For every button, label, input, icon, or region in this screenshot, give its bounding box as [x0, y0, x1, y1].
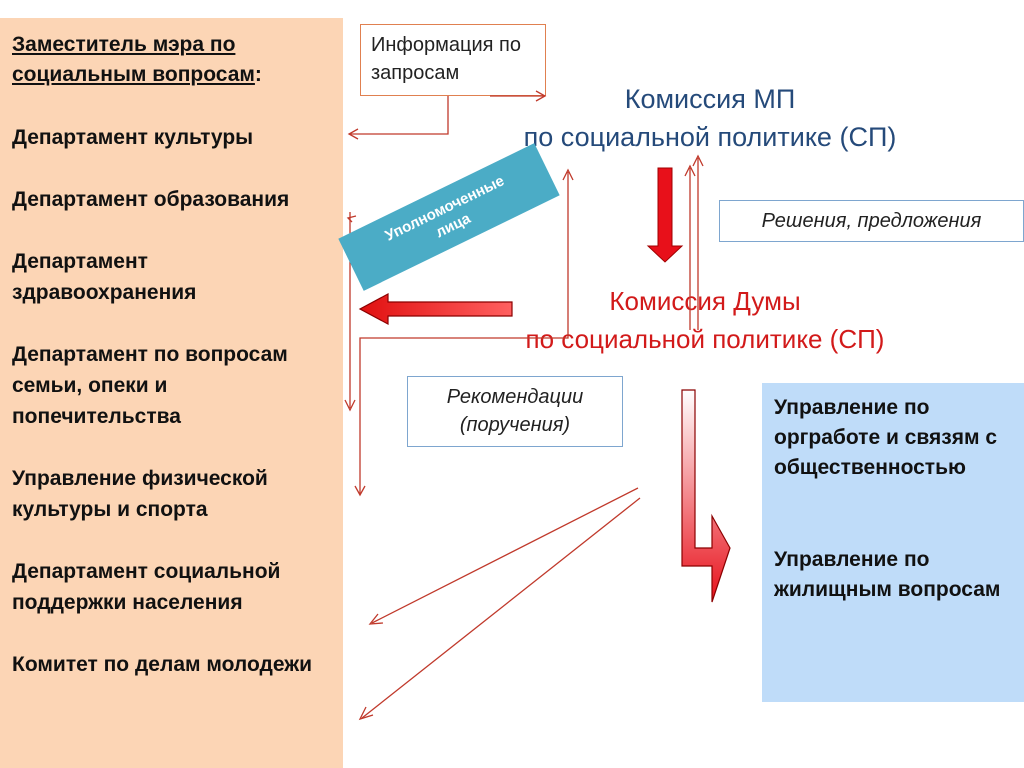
commission-mp-line1: Комиссия МП: [624, 84, 796, 114]
duma-left-arrow: [358, 292, 513, 326]
dept-family: Департамент по вопросам семьи, опеки и п…: [12, 343, 288, 428]
recommendations-line1: Рекомендации: [446, 386, 584, 408]
dept-education: Департамент образования: [12, 188, 290, 211]
commission-duma: Комиссия Думы по социальной политике (СП…: [470, 282, 940, 358]
left-panel-heading: Заместитель мэра по социальным вопросам:: [12, 30, 333, 90]
decisions-arrows: [684, 154, 704, 330]
mp-down-arrow: [646, 167, 684, 263]
recommendations-line2: (поручения): [459, 414, 571, 436]
commission-duma-line1: Комиссия Думы: [609, 286, 801, 316]
dept-public-relations: Управление по оргработе и связям с общес…: [774, 396, 998, 479]
right-panel: Управление по оргработе и связям с общес…: [762, 383, 1024, 702]
commission-duma-line2: по социальной политике (СП): [525, 324, 885, 354]
dept-housing: Управление по жилищным вопросам: [774, 548, 1001, 601]
info-arrows: [347, 90, 547, 140]
right-panel-arrow: [681, 389, 731, 603]
left-panel: Заместитель мэра по социальным вопросам:…: [0, 18, 343, 768]
deputy-mayor-title: Заместитель мэра по социальным вопросам: [12, 33, 255, 86]
diagonal-arrows: [358, 487, 641, 721]
heading-colon: :: [254, 63, 262, 86]
dept-social-support: Департамент социальной поддержки населен…: [12, 560, 281, 614]
dept-culture: Департамент культуры: [12, 126, 254, 149]
committee-youth: Комитет по делам молодежи: [12, 653, 313, 676]
dept-healthcare: Департамент здравоохранения: [12, 250, 197, 304]
decisions-box: Решения, предложения: [719, 200, 1024, 242]
commission-mp-line2: по социальной политике (СП): [523, 122, 897, 152]
info-requests-box: Информация по запросам: [360, 24, 546, 96]
recommendations-box: Рекомендации (поручения): [407, 376, 623, 447]
dept-sports: Управление физической культуры и спорта: [12, 467, 268, 521]
commission-mp: Комиссия МП по социальной политике (СП): [470, 80, 950, 156]
